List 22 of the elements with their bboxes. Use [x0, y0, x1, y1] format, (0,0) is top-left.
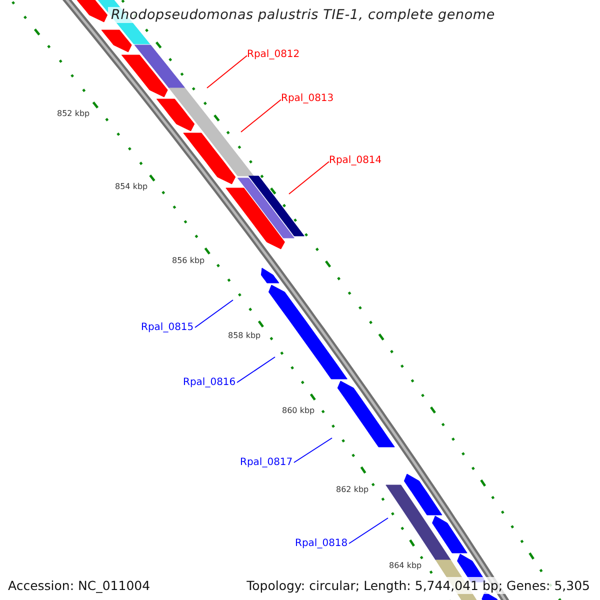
leader-line [294, 438, 332, 463]
gene-label: Rpal_0813 [281, 93, 334, 104]
leader-line [194, 300, 234, 328]
gene-label: Rpal_0817 [240, 457, 293, 468]
gene-label: Rpal_0816 [183, 377, 236, 388]
position-tick-label: 854 kbp [115, 182, 148, 191]
position-tick-label: 864 kbp [389, 561, 422, 570]
genome-info-text: Topology: circular; Length: 5,744,041 bp; Genes: 5,305 [244, 577, 592, 594]
gene-label: Rpal_0815 [141, 322, 194, 333]
position-tick-label: 856 kbp [172, 256, 205, 265]
position-tick-label: 860 kbp [282, 406, 315, 415]
position-tick-label: 862 kbp [336, 485, 369, 494]
leader-line [288, 161, 330, 194]
leader-line [236, 356, 276, 383]
gene-label: Rpal_0812 [247, 49, 300, 60]
leader-line [348, 518, 388, 544]
gene-label: Rpal_0818 [295, 538, 348, 549]
position-tick-label: 852 kbp [57, 109, 90, 118]
leader-line [240, 99, 282, 132]
leader-line [206, 55, 248, 88]
position-tick-label: 858 kbp [228, 331, 261, 340]
gene-label: Rpal_0814 [329, 155, 382, 166]
